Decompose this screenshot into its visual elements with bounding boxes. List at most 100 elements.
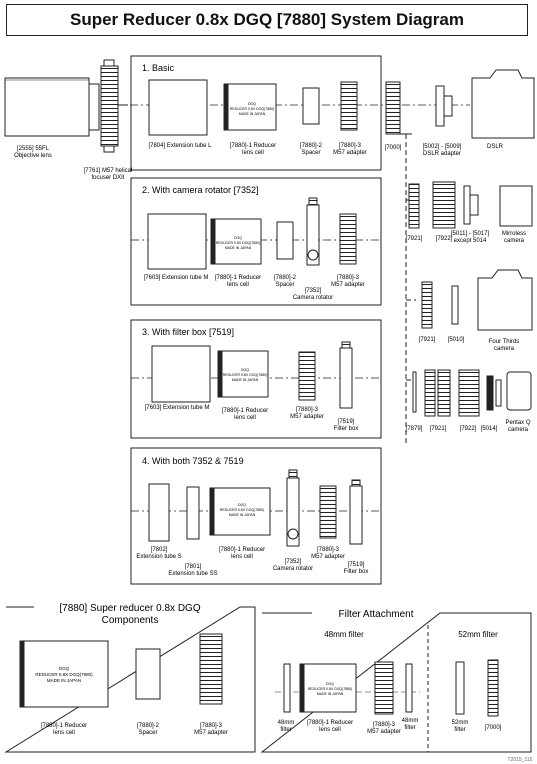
fa-48a-label-2: filter [280,727,291,733]
rot-cell-label-2: lens cell [227,282,249,288]
fb-engraving-3: MADE IN JAPAN [232,378,259,382]
both-ext-s-label: [7802] [151,547,168,553]
filter-box-drawing [339,347,353,409]
comp-engraving-3: MADE IN JAPAN [47,678,81,683]
fa-engraving-1: DGQ [326,682,334,686]
pq-7921-label: [7921] [430,426,447,432]
fa-48b-label: 48mm [402,718,419,724]
basic-adapter-label: [7880]-3 [339,143,362,149]
both-engraving-1: DGQ [238,503,246,507]
pentax-q-camera [506,371,532,411]
basic-m57-adapter [340,81,358,131]
m-7921-label: [7921] [406,236,423,242]
section-filter-box [130,319,382,439]
section-basic-box [130,55,382,171]
fa-cell-label: [7880]-1 Reducer [307,720,353,726]
both-engraving-3: MADE IN JAPAN [229,513,256,517]
r7000-label: [7000] [385,145,402,151]
comp-adapter-label: [7880]-3 [200,723,223,729]
basic-title: 1. Basic [142,63,175,73]
section-both-box [130,447,382,585]
objective-label-2: Objective lens [14,153,52,159]
fb-fb-label: [7519] [338,419,355,425]
mirrorless-camera [499,185,533,227]
section-rotator-box [130,177,382,306]
basic-adapter-label-2: M57 adapter [333,150,367,156]
m-5011-label: [5011] - [5017] [451,231,490,237]
diagram-title-box: Super Reducer 0.8x DGQ [7880] System Dia… [6,4,528,36]
mirrorless-label-2: camera [504,238,525,244]
rot-rot-label: [7352] [305,288,322,294]
rot-engraving-3: MADE IN JAPAN [225,246,252,250]
fa-48a-label: 48mm [278,720,295,726]
comp-adapter-label-2: M57 adapter [194,730,228,736]
basic-spacer [302,87,320,125]
rot-spacer-label: [7880]-2 [274,275,297,281]
ext-tube-m-rot [147,213,207,270]
fb-engraving-2: REDUCER 0.8X DGQ(7880) [223,373,268,377]
fb-cell-label-2: lens cell [234,415,256,421]
both-cell-label: [7880]-1 Reducer [219,547,265,553]
connector-7000 [385,81,401,135]
dslr-label: DSLR [487,144,504,150]
fa-cell-label-2: lens cell [319,727,341,733]
fa-48b-label-2: filter [404,725,415,731]
m-5011-label-2: except 5014 [454,238,487,244]
fa-adapter-label: [7880]-3 [373,722,396,728]
four-thirds-label-2: camera [494,346,515,352]
dslr-camera [471,69,535,139]
dslr-adapter [435,85,445,127]
both-ext-ss-label-2: Extension tube SS [168,571,217,577]
comp-engraving-1: DGQ [59,666,70,671]
both-rot-label-2: Camera rotator [273,566,313,572]
fb-adapter-label-2: M57 adapter [290,414,324,420]
rot-cell-label: [7880]-1 Reducer [215,275,261,281]
basic-engraving-3: MADE IN JAPAN [239,112,266,116]
dslr-adapter-label: [5002] - [5009] [423,144,462,150]
fb-fb-label-2: Filter box [334,426,359,432]
rot-rot-label-2: Camera rotator [293,295,333,301]
diagram-title: Super Reducer 0.8x DGQ [7880] System Dia… [70,10,464,29]
helical-focuser-drawing [100,59,128,153]
basic-engraving-2: REDUCER 0.8X DGQ(7880) [230,107,275,111]
fa-adapter-label-2: M57 adapter [367,729,401,735]
components-title-2: Components [102,615,159,626]
comp-spacer-label-2: Spacer [138,730,157,736]
footer-code: T2015_115 [508,757,533,763]
both-ext-ss-label: [7801] [185,564,202,570]
pq-7879-label: [7879] [406,426,423,432]
both-ext-s-label-2: Extension tube S [136,554,181,560]
basic-engraving-1: DGQ [248,102,256,106]
mirrorless-label: Mirroless [502,231,526,237]
dslr-adapter-label-2: DSLR adapter [423,151,461,157]
rot-ext-label: [7603] Extension tube M [144,275,209,281]
four-thirds-label: Four Thirds [489,339,520,345]
fa-engraving-2: REDUCER 0.8X DGQ(7880) [308,687,353,691]
basic-cell-label: [7880]-1 Reducer [230,143,276,149]
both-fb-label-2: Filter box [344,569,369,575]
both-rot-label: [7352] [285,559,302,565]
ext-tube-l [148,79,208,136]
components-title: [7880] Super reducer 0.8x DGQ [59,603,200,614]
basic-spacer-label-2: Spacer [301,150,320,156]
both-title: 4. With both 7352 & 7519 [142,456,244,466]
both-cell-label-2: lens cell [231,554,253,560]
pentax-label-2: camera [508,427,529,433]
pq-7922-label: [7922] [460,426,477,432]
sub-48mm-title: 48mm filter [324,630,364,639]
fa-52-label: 52mm [452,720,469,726]
both-adapter-label: [7880]-3 [317,547,340,553]
ft-7921-label: [7921] [419,337,436,343]
comp-engraving-2: REDUCER 0.8X DGQ(7880) [35,672,93,677]
fb-ext-label: [7603] Extension tube M [145,405,210,411]
fb-adapter-label: [7880]-3 [296,407,319,413]
objective-label-1: [2555] 55FL [17,146,50,152]
comp-cell-label: [7880]-1 Reducer [41,723,87,729]
both-engraving-2: REDUCER 0.8X DGQ(7880) [220,508,265,512]
focuser-label-2: focuser DXII [91,175,124,181]
fa-52-label-2: filter [454,727,465,733]
both-fb-label: [7519] [348,562,365,568]
fb-engraving-1: DGQ [241,368,249,372]
filter-attachment-title: Filter Attachment [338,609,413,620]
